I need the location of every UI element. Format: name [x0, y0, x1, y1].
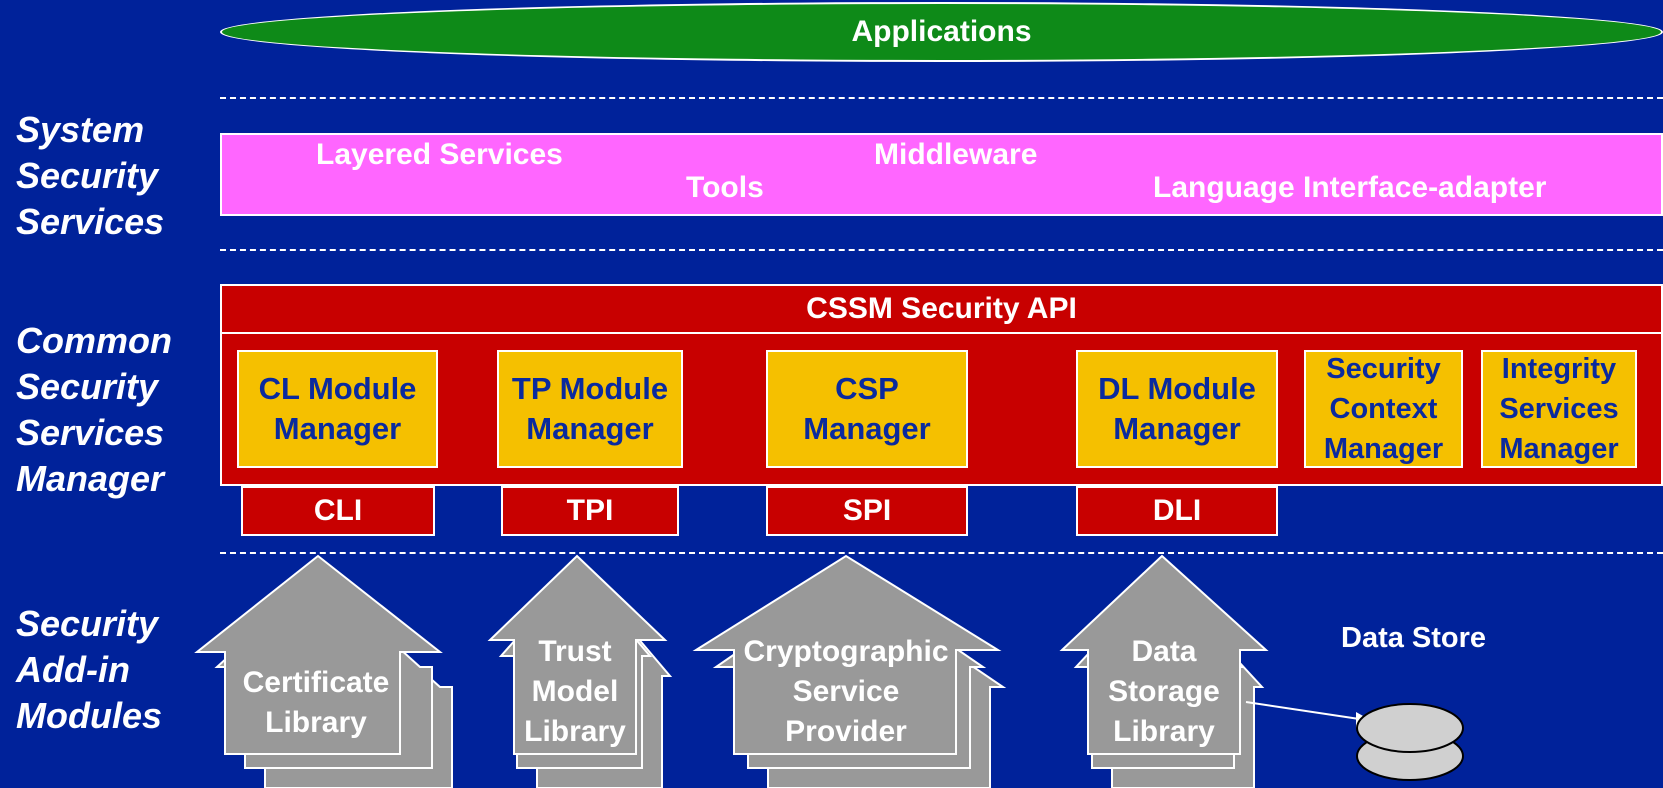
cl-module-manager: CL Module Manager — [237, 350, 438, 468]
layered-services-label: Layered Services — [316, 138, 563, 171]
cssm-divider — [220, 332, 1663, 334]
system-services-band — [220, 133, 1663, 216]
cli-interface: CLI — [241, 486, 435, 536]
trust-model-library-label: Trust Model Library — [524, 635, 626, 748]
separator-bottom — [220, 552, 1663, 554]
common-security-services-manager-label: Common Security Services Manager — [16, 320, 172, 499]
csp-manager: CSP Manager — [766, 350, 968, 468]
dli-interface: DLI — [1076, 486, 1278, 536]
data-store-label: Data Store — [1341, 622, 1487, 654]
system-security-services-label: System Security Services — [16, 109, 165, 242]
cssm-security-api-label: CSSM Security API — [806, 292, 1077, 325]
separator-middle — [220, 249, 1663, 251]
data-store-icon — [1356, 703, 1464, 781]
certificate-library-arrow — [194, 554, 453, 788]
security-addin-modules-label: Security Add-in Modules — [16, 603, 163, 736]
separator-top — [220, 97, 1663, 99]
dl-module-manager: DL Module Manager — [1076, 350, 1278, 468]
spi-interface: SPI — [766, 486, 968, 536]
language-interface-adapter-label: Language Interface-adapter — [1153, 171, 1547, 204]
applications-ellipse — [220, 2, 1663, 62]
certificate-library-label: Certificate Library — [242, 666, 390, 739]
applications-label: Applications — [851, 15, 1032, 48]
tpi-interface: TPI — [501, 486, 679, 536]
data-storage-library-label: Data Storage Library — [1108, 635, 1220, 748]
integrity-services-manager: Integrity Services Manager — [1481, 350, 1637, 468]
tools-label: Tools — [686, 171, 764, 204]
security-context-manager: Security Context Manager — [1304, 350, 1463, 468]
cryptographic-service-provider-arrow — [692, 554, 1007, 788]
cryptographic-service-provider-label: Cryptographic Service Provider — [743, 635, 949, 748]
data-store-connector — [1245, 701, 1372, 728]
data-storage-library-arrow — [1059, 554, 1269, 788]
middleware-label: Middleware — [874, 138, 1038, 171]
tp-module-manager: TP Module Manager — [497, 350, 683, 468]
trust-model-library-arrow — [487, 554, 673, 788]
